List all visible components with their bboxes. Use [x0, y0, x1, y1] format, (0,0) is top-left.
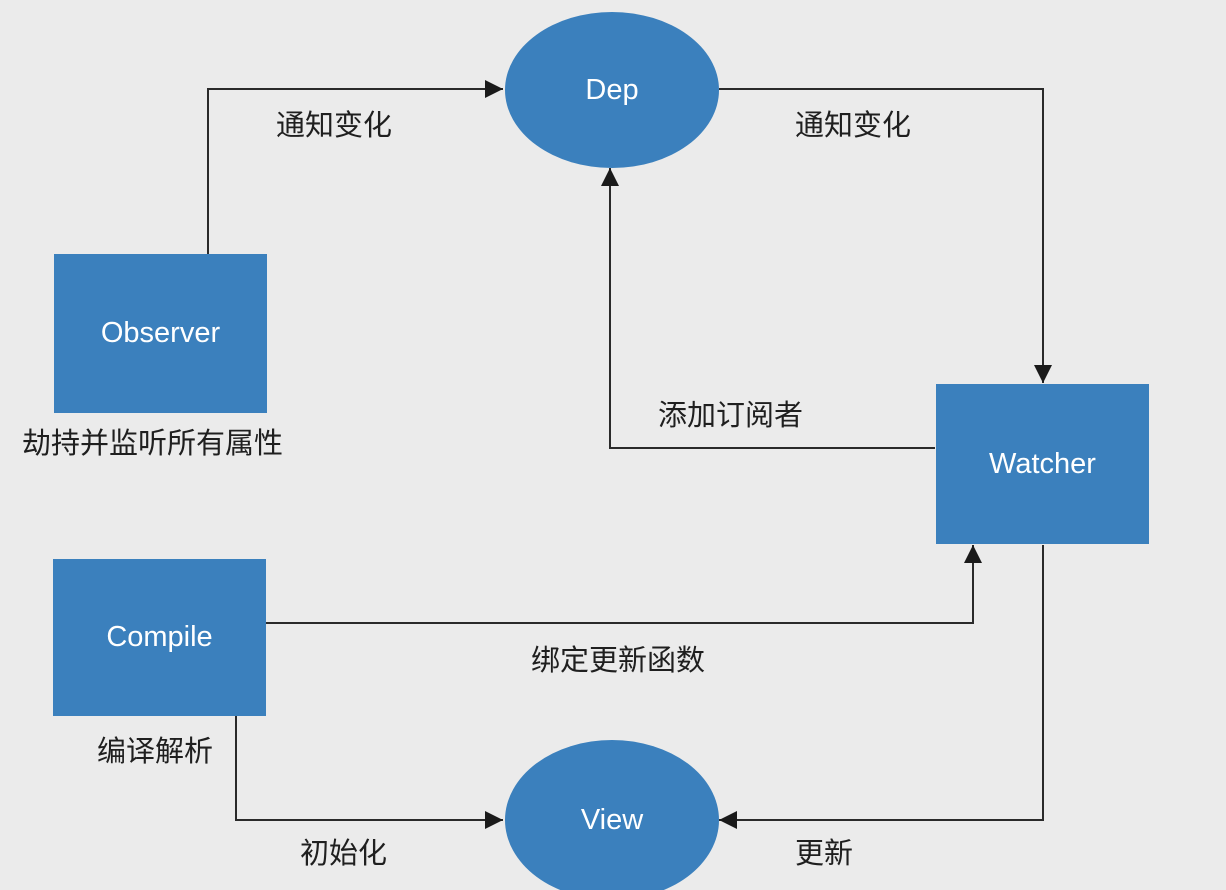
label-update: 更新	[795, 836, 854, 870]
dep-node: Dep	[505, 12, 719, 168]
caption-compile: 编译解析	[97, 734, 214, 768]
edge-compile-to-view	[235, 716, 503, 829]
edge-observer-to-dep	[207, 80, 503, 254]
watcher-node: Watcher	[936, 384, 1149, 544]
edge-watcher-to-dep	[601, 168, 935, 449]
label-add-subscriber: 添加订阅者	[658, 398, 804, 432]
label-dep-notify: 通知变化	[795, 108, 912, 142]
view-node: View	[505, 740, 719, 890]
observer-node: Observer	[54, 254, 267, 413]
label-bind-update: 绑定更新函数	[531, 643, 706, 677]
edge-watcher-to-view	[719, 545, 1044, 829]
edge-compile-to-watcher	[266, 545, 982, 624]
caption-observer: 劫持并监听所有属性	[22, 426, 284, 460]
compile-node: Compile	[53, 559, 266, 716]
edge-dep-to-watcher	[719, 88, 1052, 383]
label-initialize: 初始化	[300, 836, 388, 870]
label-observer-notify: 通知变化	[276, 108, 393, 142]
